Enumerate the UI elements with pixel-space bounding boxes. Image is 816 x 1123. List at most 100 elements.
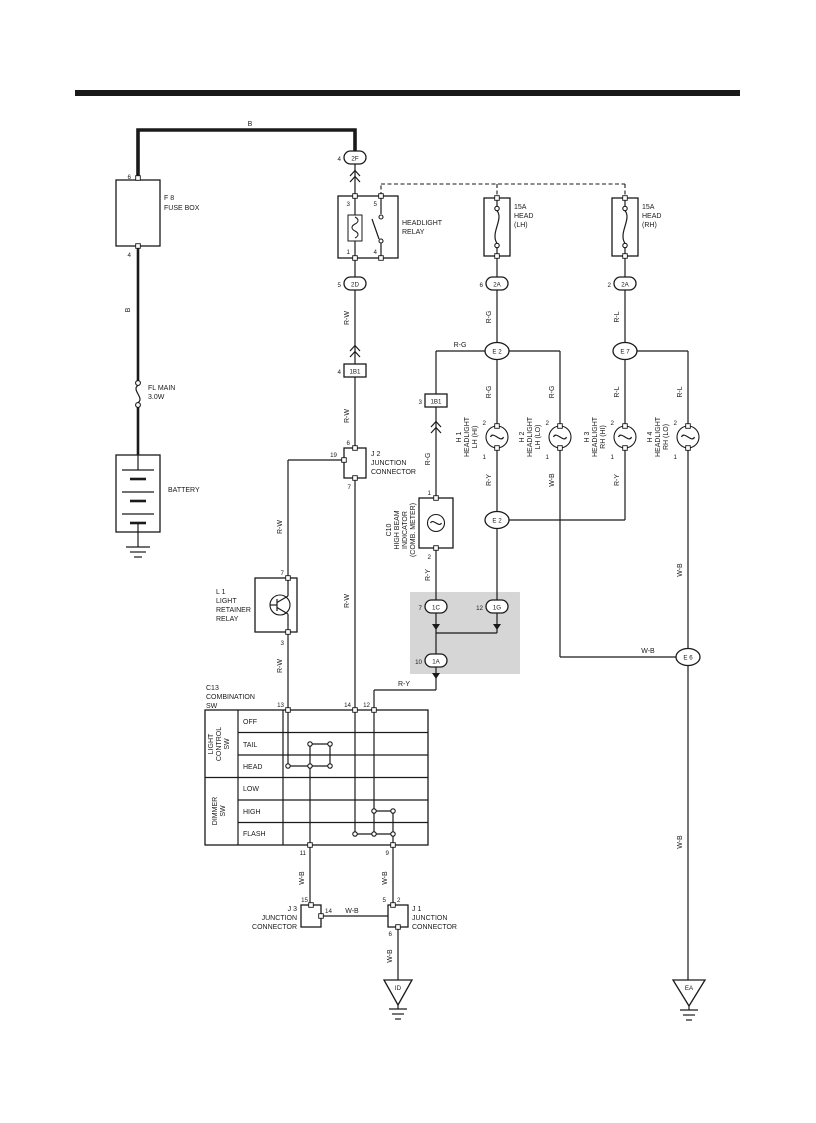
fusible-link-curve bbox=[135, 384, 141, 404]
j2-code: J 2 bbox=[371, 451, 380, 458]
wire-label-wb-8: W-B bbox=[641, 648, 655, 655]
light-control-label-2: CONTROL bbox=[216, 727, 223, 761]
ground-ea-label: EA bbox=[685, 985, 694, 992]
connector-1a-pin: 10 bbox=[415, 659, 422, 666]
connector-arrow-up-3 bbox=[430, 420, 442, 434]
row-low: LOW bbox=[243, 786, 259, 793]
fuse-lh-rating: 15A bbox=[514, 204, 527, 211]
wire-label-rl-1: R-L bbox=[614, 311, 621, 322]
junction-connector-zone: 7 1C 12 1G 10 1A R-Y bbox=[373, 599, 509, 710]
fuse-lh-element bbox=[494, 198, 500, 256]
j2-pin-19: 19 bbox=[330, 452, 337, 459]
battery-ground-symbol bbox=[126, 532, 150, 558]
fuse-rh-name-1: HEAD bbox=[642, 213, 661, 220]
wire-label-rl-2: R-L bbox=[614, 386, 621, 397]
headlight-h4-pin-top: 2 bbox=[674, 420, 678, 427]
row-high: HIGH bbox=[243, 809, 261, 816]
retainer-relay-name-1: LIGHT bbox=[216, 598, 237, 605]
wire-label-wb-7: W-B bbox=[387, 949, 394, 963]
fuse-box-code: F 8 bbox=[164, 195, 174, 202]
retainer-relay-code: L 1 bbox=[216, 589, 226, 596]
j1-pin-2: 2 bbox=[397, 897, 401, 904]
connector-e2-upper-id: E 2 bbox=[492, 349, 502, 356]
connector-1b1-left-pin: 4 bbox=[338, 369, 342, 376]
wire-label-wb-3: W-B bbox=[677, 835, 684, 849]
headlights: H 1 HEADLIGHT LH (HI) 2 1 R-Y H 2 HEADLI… bbox=[456, 416, 701, 980]
indicator-name-1: HIGH BEAM bbox=[394, 510, 401, 549]
connector-2a-rh-pin: 2 bbox=[608, 282, 612, 289]
connector-2a-lh-id: 2A bbox=[493, 282, 501, 289]
relay-pin-1: 1 bbox=[347, 249, 351, 256]
combination-sw-code: C13 bbox=[206, 685, 219, 692]
fuse-rh-name-2: (RH) bbox=[642, 222, 657, 229]
wire-label-rg-1: R-G bbox=[486, 311, 493, 324]
headlight-h3-code: H 3 bbox=[584, 431, 591, 442]
combination-sw-grid bbox=[205, 710, 428, 845]
fusible-link-code: FL MAIN bbox=[148, 385, 175, 392]
junction-block-dashed-links bbox=[380, 183, 626, 198]
fusible-link-symbol-2 bbox=[135, 402, 141, 408]
retainer-relay-internals bbox=[269, 578, 291, 632]
relay-branch: 4 2F 3 5 1 4 HEADLIGHT RELAY bbox=[277, 150, 626, 710]
connector-1a-id: 1A bbox=[432, 659, 440, 666]
retainer-relay-pin-7: 7 bbox=[281, 570, 285, 577]
ground-ea-hatch bbox=[680, 1006, 698, 1021]
connector-1g-pin: 12 bbox=[476, 605, 483, 612]
indicator-pin-1: 1 bbox=[428, 490, 432, 497]
wire-label-rw-3: R-W bbox=[277, 520, 284, 534]
wire-label-rw-4: R-W bbox=[277, 659, 284, 673]
headlight-h1-code: H 1 bbox=[456, 431, 463, 442]
headlight-h2-name: HEADLIGHT bbox=[527, 416, 534, 457]
connector-1c-pin: 7 bbox=[419, 605, 423, 612]
retainer-relay-pin-3: 3 bbox=[281, 640, 285, 647]
light-retainer-relay: 7 3 L 1 LIGHT RETAINER RELAY R-W bbox=[216, 570, 298, 710]
headlight-h3-pin-top: 2 bbox=[611, 420, 615, 427]
indicator-name-2: INDICATOR bbox=[402, 511, 409, 549]
headlight-h2-code: H 2 bbox=[519, 431, 526, 442]
connector-2f-id: 2F bbox=[351, 156, 358, 163]
retainer-relay-name-3: RELAY bbox=[216, 616, 239, 623]
wire-label-ry-1: R-Y bbox=[425, 569, 432, 581]
relay-internals bbox=[347, 196, 384, 258]
headlight-h3-filament bbox=[617, 434, 633, 440]
headlight-h4-code: H 4 bbox=[647, 431, 654, 442]
arrow-down-3 bbox=[432, 673, 440, 679]
dimmer-label-1: DIMMER bbox=[212, 797, 219, 825]
junction-connector-j3-box bbox=[300, 904, 322, 928]
j3-name-2: CONNECTOR bbox=[252, 924, 297, 931]
ground-id-label: ID bbox=[395, 985, 402, 992]
connector-1g-id: 1G bbox=[493, 605, 501, 612]
combination-sw-contacts bbox=[285, 710, 396, 845]
wire-label-rg-5: R-G bbox=[454, 342, 467, 349]
headlight-h1-pin-top: 2 bbox=[483, 420, 487, 427]
retainer-relay-name-2: RETAINER bbox=[216, 607, 251, 614]
ground-id-hatch bbox=[389, 1005, 407, 1020]
j2-name-2: CONNECTOR bbox=[371, 469, 416, 476]
j1-name-2: CONNECTOR bbox=[412, 924, 457, 931]
junction-connector-j2-box bbox=[343, 447, 367, 479]
wire-label-rw-1: R-W bbox=[344, 311, 351, 325]
connector-1c-id: 1C bbox=[432, 605, 440, 612]
wire-label-rg-2: R-G bbox=[425, 453, 432, 466]
headlight-h1-pos: LH (HI) bbox=[472, 426, 479, 449]
headlight-h3-pos: RH (HI) bbox=[600, 425, 607, 449]
wire-label-b-top: B bbox=[248, 121, 253, 128]
pin-squares bbox=[135, 175, 691, 930]
fuse-lh-name-2: (LH) bbox=[514, 222, 528, 229]
connector-1b1-right-id: 1B1 bbox=[430, 399, 442, 406]
row-tail: TAIL bbox=[243, 742, 257, 749]
wire-label-wb-1: W-B bbox=[549, 473, 556, 487]
connector-e7-id: E 7 bbox=[620, 349, 630, 356]
indicator-name-3: (COMB. METER) bbox=[410, 503, 417, 557]
headlight-h1-name: HEADLIGHT bbox=[464, 416, 471, 457]
indicator-filament bbox=[429, 520, 443, 526]
combination-sw-pin-12: 12 bbox=[363, 702, 370, 709]
connector-1b1-right-pin: 3 bbox=[419, 399, 423, 406]
connector-2d-id: 2D bbox=[351, 282, 359, 289]
bottom-junctions: 15 J 3 JUNCTION CONNECTOR 14 W-B 5 2 J 1… bbox=[252, 897, 707, 1021]
headlight-h1-pin-bottom: 1 bbox=[483, 454, 487, 461]
combination-sw-pin-14: 14 bbox=[344, 702, 351, 709]
wire-label-rg-4: R-G bbox=[549, 386, 556, 399]
headlight-h2-pos: LH (LO) bbox=[535, 425, 542, 450]
relay-pin-4: 4 bbox=[374, 249, 378, 256]
